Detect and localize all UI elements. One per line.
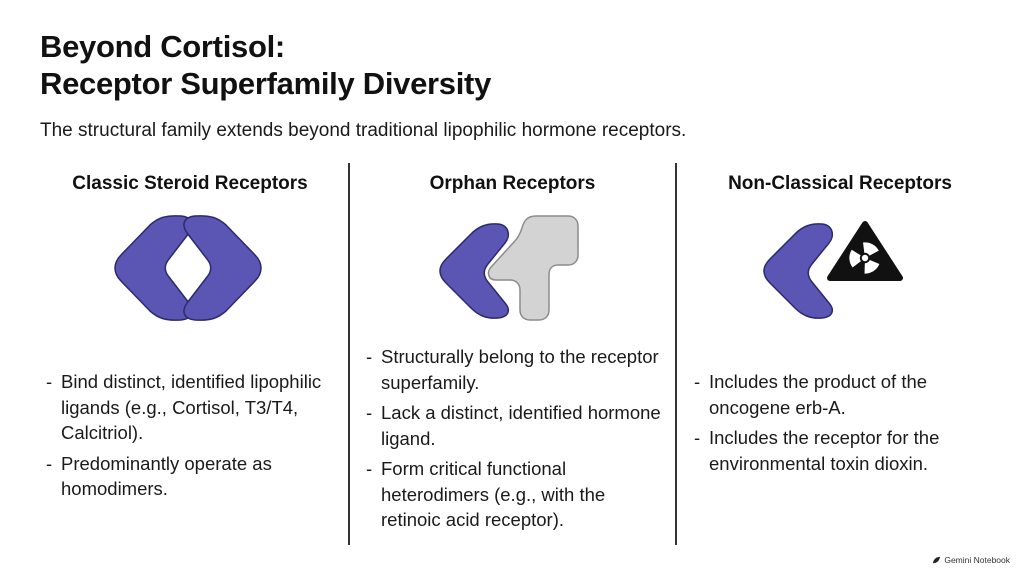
list-item: Structurally belong to the receptor supe… [366, 344, 661, 395]
heterodimer-icon [438, 212, 588, 329]
bullet-list: Bind distinct, identified lipophilic lig… [46, 369, 336, 507]
notebook-logo-icon [933, 556, 941, 563]
page-title: Beyond Cortisol: Receptor Superfamily Di… [40, 28, 491, 102]
list-item: Includes the receptor for the environmen… [694, 425, 984, 476]
list-item: Bind distinct, identified lipophilic lig… [46, 369, 336, 446]
bullet-list: Structurally belong to the receptor supe… [366, 344, 661, 538]
radiation-hazard-icon [827, 221, 903, 281]
column-divider-1 [348, 163, 350, 545]
column-divider-2 [675, 163, 677, 545]
list-item: Form critical functional heterodimers (e… [366, 456, 661, 533]
list-item: Lack a distinct, identified hormone liga… [366, 400, 661, 451]
watermark: Gemini Notebook [932, 555, 1010, 565]
column-heading: Non-Classical Receptors [728, 173, 952, 194]
title-line-1: Beyond Cortisol: [40, 29, 285, 64]
list-item: Includes the product of the oncogene erb… [694, 369, 984, 420]
column-heading: Orphan Receptors [429, 173, 596, 194]
receptor-half-icon [763, 223, 834, 319]
title-line-2: Receptor Superfamily Diversity [40, 66, 492, 101]
column-heading: Classic Steroid Receptors [72, 173, 308, 194]
page-subtitle: The structural family extends beyond tra… [40, 120, 687, 141]
column-orphan: Orphan Receptors Structurally belong to … [360, 168, 665, 538]
homodimer-icon [113, 212, 263, 329]
watermark-text: Gemini Notebook [944, 555, 1010, 565]
non-classical-illustration [762, 212, 912, 329]
bullet-list: Includes the product of the oncogene erb… [694, 369, 984, 481]
column-non-classical: Non-Classical Receptors Includes the pro… [690, 168, 990, 538]
list-item: Predominantly operate as homodimers. [46, 451, 336, 502]
column-classic-steroid: Classic Steroid Receptors Bind distinct,… [40, 168, 340, 538]
